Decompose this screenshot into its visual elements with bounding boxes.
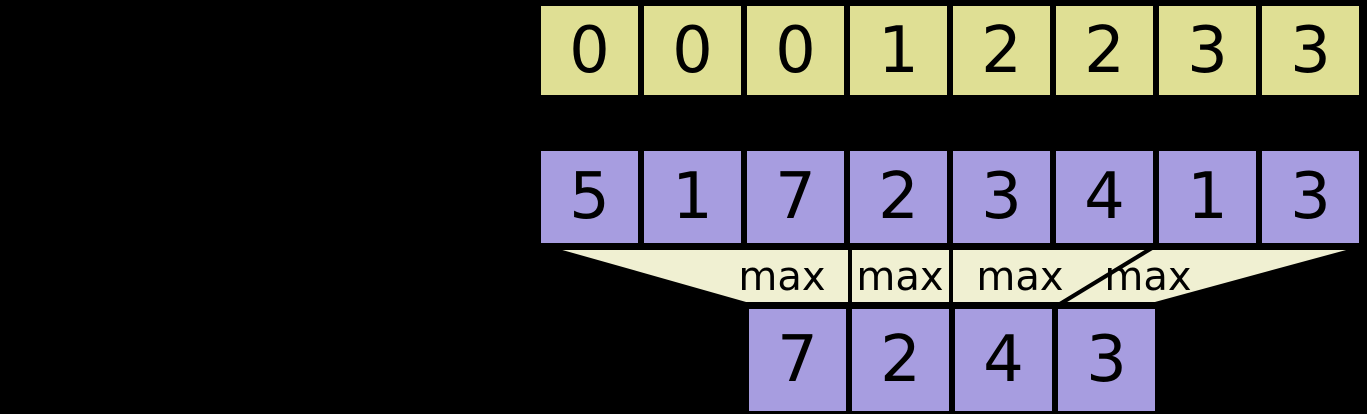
input-value-cell: 4 <box>1053 148 1156 246</box>
reducer-label: max <box>738 254 825 300</box>
reducer-label: max <box>1104 254 1191 300</box>
input-value-cell: 5 <box>538 148 641 246</box>
input-value-cell: 7 <box>744 148 847 246</box>
segment-id-cell: 0 <box>538 3 641 98</box>
reducer-connector-shape <box>1052 246 1362 306</box>
input-value-cell: 3 <box>950 148 1053 246</box>
input-value-cell: 1 <box>641 148 744 246</box>
input-value-cell: 1 <box>1156 148 1259 246</box>
segment-id-cell: 1 <box>847 3 950 98</box>
output-value-cell: 7 <box>746 306 849 414</box>
segment-id-cell: 3 <box>1259 3 1362 98</box>
input-value-cell: 2 <box>847 148 950 246</box>
output-value-cell: 2 <box>849 306 952 414</box>
input-value-cell: 3 <box>1259 148 1362 246</box>
output-value-cell: 3 <box>1055 306 1158 414</box>
input-value-row: 5 1 7 2 3 4 1 3 <box>538 148 1362 246</box>
reducer-band: max max max max <box>0 240 1367 312</box>
segment-id-cell: 3 <box>1156 3 1259 98</box>
segment-id-cell: 0 <box>641 3 744 98</box>
segment-id-cell: 0 <box>744 3 847 98</box>
output-value-row: 7 2 4 3 <box>746 306 1158 414</box>
reducer-label: max <box>976 254 1063 300</box>
segment-id-row: 0 0 0 1 2 2 3 3 <box>538 3 1362 98</box>
segment-id-cell: 2 <box>950 3 1053 98</box>
segment-id-cell: 2 <box>1053 3 1156 98</box>
reducer-label: max <box>856 254 943 300</box>
output-value-cell: 4 <box>952 306 1055 414</box>
